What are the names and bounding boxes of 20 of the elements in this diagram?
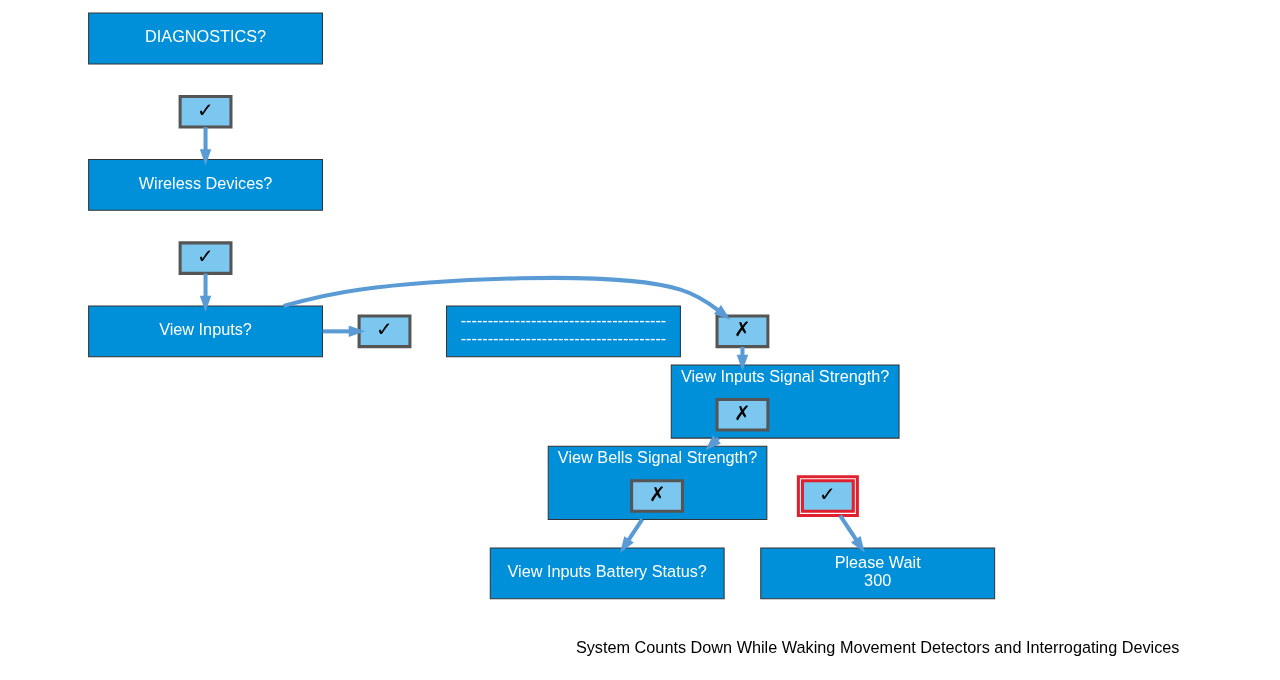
node-box: View Inputs Battery Status? [489,546,725,599]
arrow [199,273,212,312]
node-box: ✗ [630,478,684,513]
label: System Counts Down While Waking Movement Detectors and Interrogating Devices [575,637,1180,656]
node-box: ✓ [796,474,859,517]
node-box: ✓ [357,314,412,348]
node-box: ✗ [715,397,770,431]
node-box: Wireless Devices? [88,158,323,211]
node-box: ✓ [178,94,233,128]
arrow [283,275,731,320]
node-box: View Inputs? [88,304,323,357]
node-box: -------------------------------------- -------------------------------------- [446,304,681,357]
node-box: ✓ [178,240,233,275]
arrow [838,514,865,553]
node-box: ✗ [715,314,770,348]
arrow [322,325,366,337]
arrow [199,126,212,166]
arrow [620,517,644,553]
node-box: Please Wait 300 [760,546,996,599]
node-box: DIAGNOSTICS? [88,12,323,64]
